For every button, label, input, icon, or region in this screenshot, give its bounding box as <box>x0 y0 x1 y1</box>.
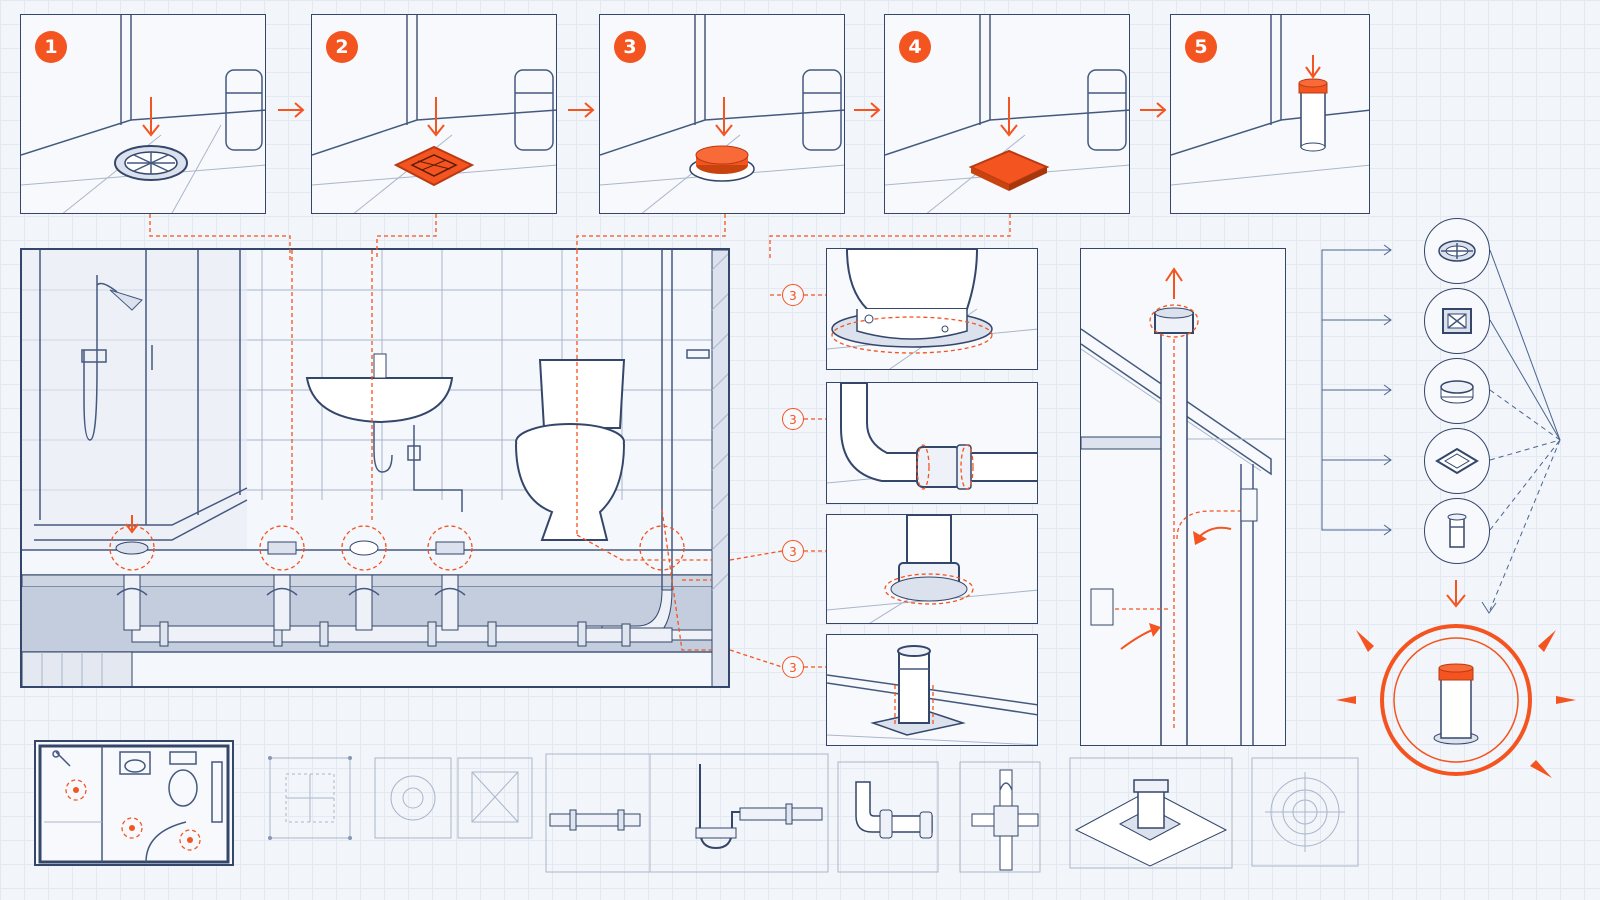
floor-plan-drawing <box>38 744 230 864</box>
step-3-scene <box>600 15 844 213</box>
legend-plate <box>1424 428 1490 494</box>
round-vent-plan <box>1251 757 1359 867</box>
pipe-stub-icon <box>1447 513 1467 548</box>
callout-badge: 3 <box>782 284 804 306</box>
tee-detail <box>959 761 1041 873</box>
pipe-run-elevation <box>545 753 829 873</box>
leader-lines <box>149 214 1011 260</box>
step-4-scene <box>885 15 1129 213</box>
step-number-badge: 3 <box>614 31 646 63</box>
arrow-right-icon <box>568 102 595 118</box>
step-panel-3: 3 <box>599 14 845 214</box>
square-grate-icon <box>1442 308 1472 334</box>
legend-round-grate <box>1424 218 1490 284</box>
bathroom-cutaway-panel <box>20 248 730 688</box>
detail-panel-pipe-coupling <box>826 382 1038 504</box>
step-arrows <box>278 102 1167 118</box>
bathroom-cutaway-drawing <box>22 250 728 686</box>
step-number-badge: 2 <box>326 31 358 63</box>
step-2-scene <box>312 15 556 213</box>
roof-vent-panel <box>1080 248 1286 746</box>
step-number-badge: 1 <box>35 31 67 63</box>
step-number-badge: 4 <box>899 31 931 63</box>
vent-pipe-stub-icon <box>1433 663 1479 745</box>
detail-panel-floor-collar <box>826 514 1038 624</box>
arrow-right-icon <box>278 102 305 118</box>
round-grate-icon <box>1438 240 1476 262</box>
toilet-flange-icon <box>827 249 1037 369</box>
legend-square-grate <box>1424 288 1490 354</box>
step-number-badge: 5 <box>1185 31 1217 63</box>
floor-pipe-collar-icon <box>827 515 1037 623</box>
step-panel-2: 2 <box>311 14 557 214</box>
plan-symbol-square-drain <box>268 756 352 840</box>
pipe-coupling-icon <box>827 383 1037 490</box>
arrow-right-icon <box>854 102 881 118</box>
legend-pipe-stub <box>1424 498 1490 564</box>
plate-icon <box>1435 447 1479 475</box>
callout-badge: 3 <box>782 540 804 562</box>
detail-panel-toilet-flange <box>826 248 1038 370</box>
callout-badge: 3 <box>782 408 804 430</box>
step-5-scene <box>1171 15 1369 186</box>
step-1-scene <box>21 15 265 213</box>
step-panel-4: 4 <box>884 14 1130 214</box>
detail-panel-pipe-stub <box>826 634 1038 746</box>
step-panel-5: 5 <box>1170 14 1370 214</box>
step-panel-1: 1 <box>20 14 266 214</box>
legend-cap <box>1424 358 1490 424</box>
cap-icon <box>1440 380 1474 404</box>
pipe-stub-flange-icon <box>827 645 1037 745</box>
roof-flashing-detail <box>1069 757 1233 869</box>
elbow-detail <box>837 761 939 873</box>
plan-symbol-grate <box>457 757 533 839</box>
roof-vent-drawing <box>1081 267 1285 745</box>
arrow-right-icon <box>1140 102 1167 118</box>
floor-plan-panel <box>34 740 234 866</box>
callout-badge: 3 <box>782 656 804 678</box>
plan-symbol-round-drain <box>374 757 452 839</box>
